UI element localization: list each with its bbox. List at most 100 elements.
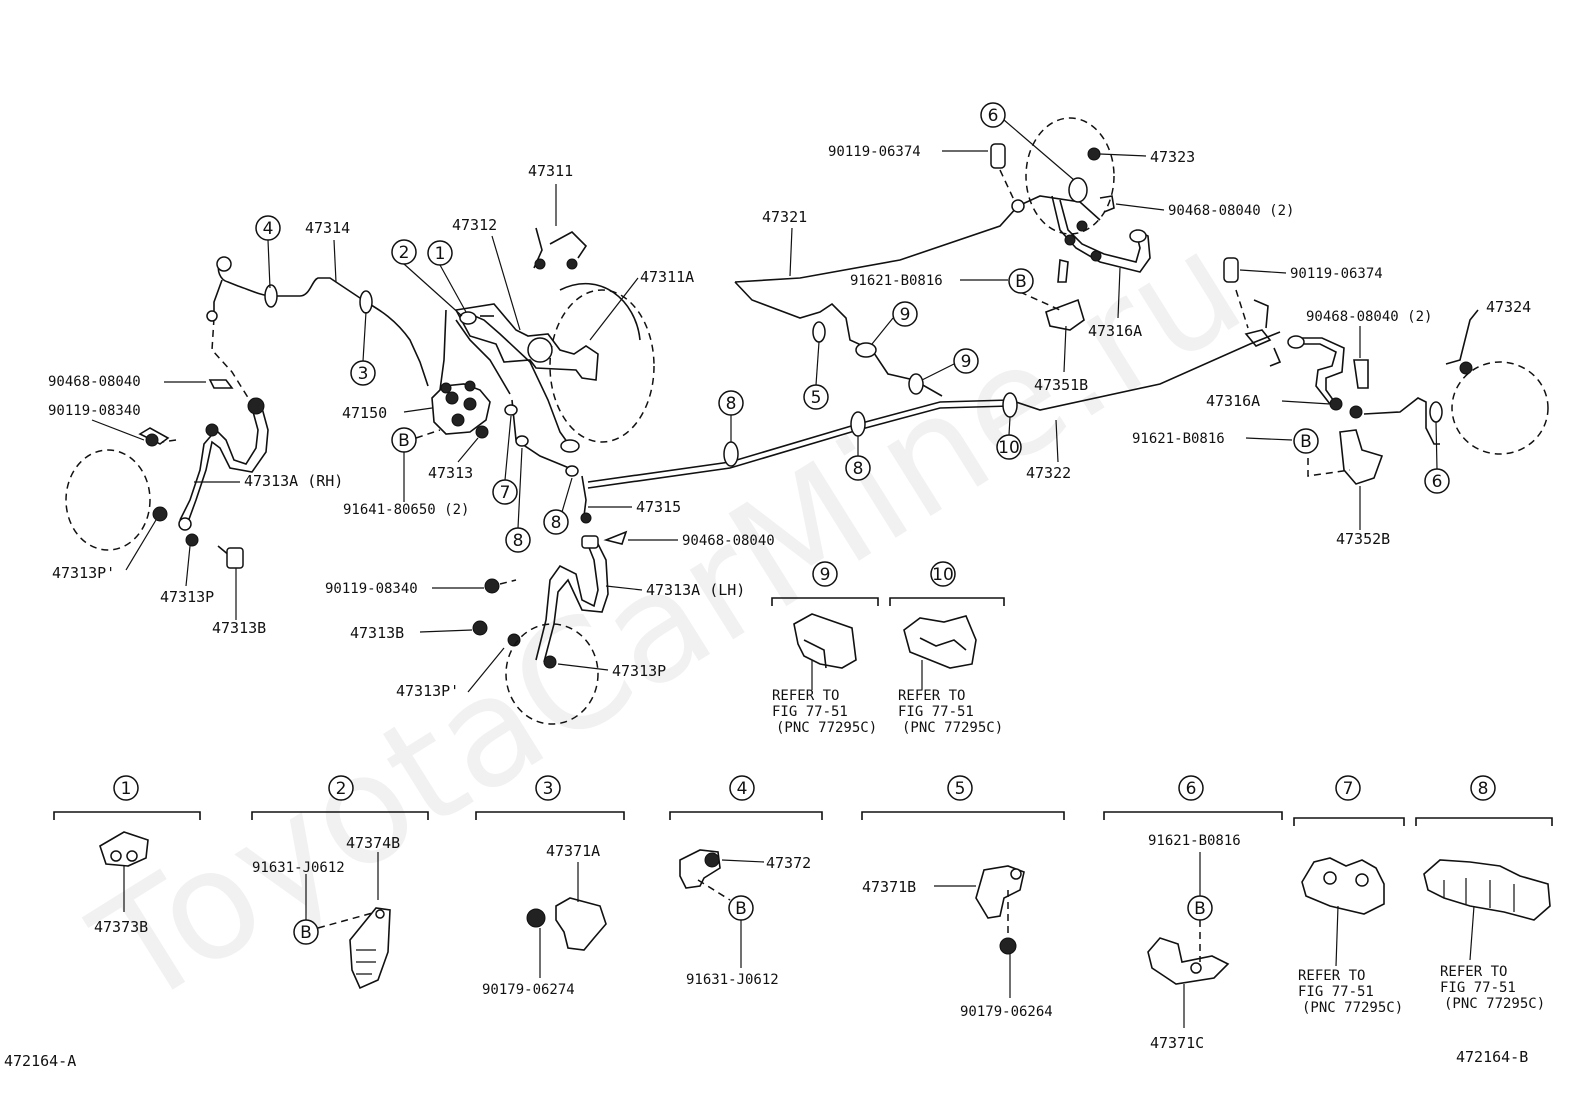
svg-text:10: 10 [932, 565, 954, 585]
label-47313A-LH: 47313A (LH) [646, 581, 745, 599]
label-91631-J0612-detail4: 91631-J0612 [686, 972, 779, 988]
svg-text:1: 1 [121, 779, 132, 799]
svg-text:REFER TO: REFER TO [1298, 968, 1365, 984]
label-47373B: 47373B [94, 918, 148, 936]
label-90179-06274: 90179-06274 [482, 982, 575, 998]
svg-text:B: B [735, 899, 747, 919]
svg-text:2: 2 [399, 243, 410, 263]
label-47316A-right: 47316A [1206, 392, 1260, 410]
figure-number-right: 472164-B [1456, 1048, 1528, 1066]
label-47323: 47323 [1150, 148, 1195, 166]
label-47313A-RH: 47313A (RH) [244, 472, 343, 490]
svg-text:FIG 77-51: FIG 77-51 [898, 704, 974, 720]
svg-text:4: 4 [263, 219, 274, 239]
rear-right-tube [1223, 257, 1549, 485]
label-47313P-prime-left: 47313P' [52, 564, 115, 582]
label-47311: 47311 [528, 162, 573, 180]
label-90119-08340-center: 90119-08340 [325, 581, 418, 597]
detail-1: 1 47373B [53, 775, 201, 936]
svg-text:FIG 77-51: FIG 77-51 [772, 704, 848, 720]
label-90468-08040-center: 90468-08040 [682, 533, 775, 549]
label-47312: 47312 [452, 216, 497, 234]
label-90468-08040-left: 90468-08040 [48, 374, 141, 390]
detail-5: 5 47371B 90179-06264 [861, 775, 1065, 1020]
detail-8-refer: 8 REFER TO FIG 77-51 (PNC 77295C) [1415, 775, 1553, 1012]
label-90119-06374-top: 90119-06374 [828, 144, 921, 160]
svg-text:(PNC 77295C): (PNC 77295C) [1302, 1000, 1403, 1016]
label-47374B: 47374B [346, 834, 400, 852]
callouts-upper: 4 3 2 1 B 7 8 8 8 8 10 5 9 9 6 B B 6 [255, 102, 1450, 553]
svg-text:B: B [398, 431, 410, 451]
svg-text:6: 6 [1432, 472, 1443, 492]
labels-upper: 47311 47312 47311A 47314 47150 47313 916… [48, 144, 1531, 700]
label-91631-J0612-detail2: 91631-J0612 [252, 860, 345, 876]
svg-text:10: 10 [998, 438, 1020, 458]
label-90468-08040-2-right: 90468-08040 (2) [1306, 309, 1432, 325]
label-90119-06374-right: 90119-06374 [1290, 266, 1383, 282]
svg-text:6: 6 [1186, 779, 1197, 799]
label-47372: 47372 [766, 854, 811, 872]
clip-9-refer: 9 REFER TO FIG 77-51 (PNC 77295C) [771, 561, 879, 736]
svg-text:7: 7 [1343, 779, 1354, 799]
svg-text:8: 8 [853, 459, 864, 479]
svg-text:(PNC 77295C): (PNC 77295C) [902, 720, 1003, 736]
svg-text:9: 9 [961, 352, 972, 372]
svg-text:1: 1 [435, 244, 446, 264]
label-47315: 47315 [636, 498, 681, 516]
svg-text:6: 6 [988, 106, 999, 126]
detail-4: 4 47372 B 91631-J0612 [669, 775, 823, 988]
proportioning-valve-47150 [415, 380, 491, 439]
detail-6: 6 91621-B0816 B 47371C [1103, 775, 1283, 1052]
detail-2: 2 47374B 91631-J0612 B [251, 775, 429, 990]
label-47322: 47322 [1026, 464, 1071, 482]
label-47313: 47313 [428, 464, 473, 482]
svg-text:2: 2 [336, 779, 347, 799]
label-90179-06264: 90179-06264 [960, 1004, 1053, 1020]
label-47313P-prime-center: 47313P' [396, 682, 459, 700]
main-tube-47321-47322 [587, 117, 1281, 489]
label-91621-B0816-right: 91621-B0816 [1132, 431, 1225, 447]
svg-text:REFER TO: REFER TO [772, 688, 839, 704]
svg-text:FIG 77-51: FIG 77-51 [1298, 984, 1374, 1000]
label-47371C: 47371C [1150, 1034, 1204, 1052]
left-tube-47314 [206, 256, 429, 405]
svg-text:8: 8 [551, 513, 562, 533]
figure-number-left: 472164-A [4, 1052, 76, 1070]
label-47313P-center: 47313P [612, 662, 666, 680]
svg-text:B: B [300, 923, 312, 943]
label-47313P-left: 47313P [160, 588, 214, 606]
svg-text:REFER TO: REFER TO [898, 688, 965, 704]
label-47313B-center: 47313B [350, 624, 404, 642]
svg-text:5: 5 [955, 779, 966, 799]
label-90468-08040-2-top: 90468-08040 (2) [1168, 203, 1294, 219]
svg-text:REFER TO: REFER TO [1440, 964, 1507, 980]
label-47150: 47150 [342, 404, 387, 422]
svg-text:(PNC 77295C): (PNC 77295C) [776, 720, 877, 736]
svg-text:7: 7 [500, 483, 511, 503]
label-47351B: 47351B [1034, 376, 1088, 394]
label-47371A: 47371A [546, 842, 600, 860]
svg-text:4: 4 [737, 779, 748, 799]
svg-text:5: 5 [811, 388, 822, 408]
svg-text:B: B [1015, 272, 1027, 292]
detail-7-refer: 7 REFER TO FIG 77-51 (PNC 77295C) [1293, 775, 1405, 1016]
label-91641-80650: 91641-80650 (2) [343, 502, 469, 518]
svg-text:B: B [1300, 432, 1312, 452]
svg-text:9: 9 [820, 565, 831, 585]
label-47316A-center: 47316A [1088, 322, 1142, 340]
front-hose-rh [65, 379, 269, 569]
master-cylinder-area [439, 227, 655, 524]
label-91621-B0816-center: 91621-B0816 [850, 273, 943, 289]
svg-text:FIG 77-51: FIG 77-51 [1440, 980, 1516, 996]
svg-text:8: 8 [513, 531, 524, 551]
label-91621-B0816-detail6: 91621-B0816 [1148, 833, 1241, 849]
label-47321: 47321 [762, 208, 807, 226]
clip-10-refer: 10 REFER TO FIG 77-51 (PNC 77295C) [889, 561, 1005, 736]
label-47324: 47324 [1486, 298, 1531, 316]
label-47311A: 47311A [640, 268, 694, 286]
label-47313B-left: 47313B [212, 619, 266, 637]
svg-text:9: 9 [900, 305, 911, 325]
label-47352B: 47352B [1336, 530, 1390, 548]
